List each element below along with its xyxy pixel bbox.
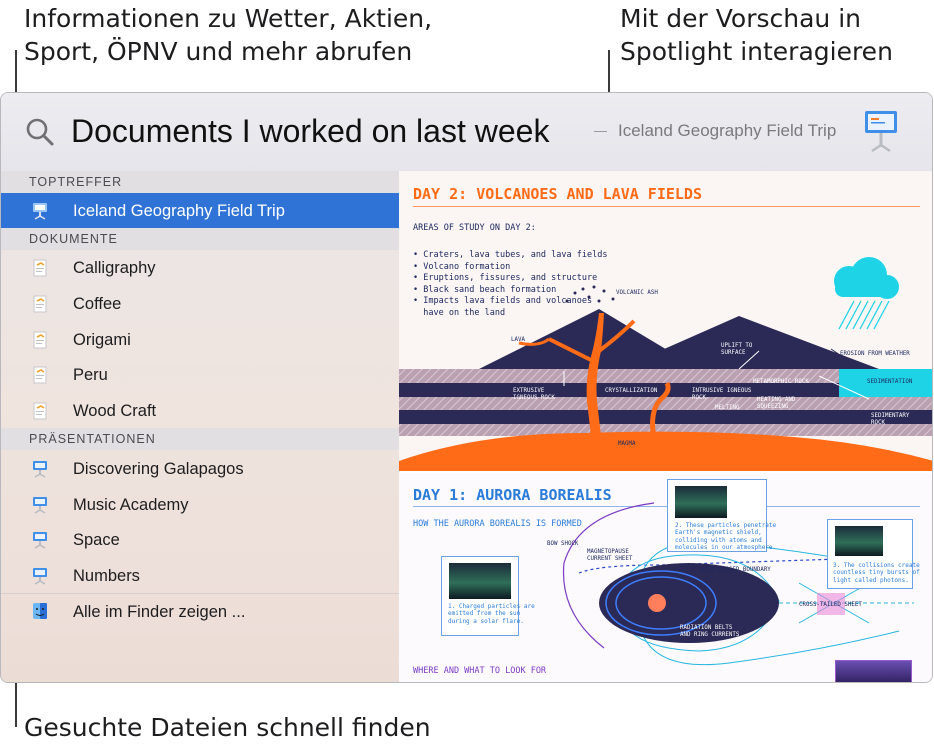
label-bow-shock: BOW SHOCK — [547, 541, 579, 547]
search-icon — [26, 118, 54, 146]
label-extrusive: EXTRUSIVE IGNEOUS ROCK — [513, 388, 555, 401]
card-2-text: 2. These particles penetrate Earth's mag… — [675, 522, 777, 552]
search-bar[interactable]: Documents I worked on last week Iceland … — [1, 93, 932, 172]
rain-cloud-icon — [834, 257, 899, 330]
label-open-closed: OPEN-CLOSED BOUNDARY — [701, 567, 771, 573]
slide1-title: DAY 2: VOLCANOES AND LAVA FIELDS — [413, 185, 702, 203]
pages-icon — [33, 366, 47, 384]
aurora-card-1: 1. Charged particles are emitted from th… — [441, 556, 535, 636]
label-cross-tail: CROSS-TAILED SHEET — [799, 602, 862, 608]
label-sedimentary: SEDIMENTARY ROCK — [871, 413, 910, 426]
label-crystallization: CRYSTALLIZATION — [605, 388, 658, 394]
keynote-icon — [33, 532, 47, 549]
result-row-calligraphy[interactable]: Calligraphy — [1, 250, 399, 285]
section-header-top-hits: TOPTREFFER — [1, 171, 399, 193]
bullet: • Eruptions, fissures, and structure — [413, 273, 598, 284]
aurora-photo-3 — [835, 660, 912, 682]
keynote-icon — [33, 461, 47, 478]
preview-pane[interactable]: DAY 2: VOLCANOES AND LAVA FIELDS AREAS O… — [399, 171, 932, 682]
result-label: Music Academy — [73, 496, 189, 514]
result-label: Numbers — [73, 567, 140, 585]
keynote-app-icon — [865, 111, 897, 153]
result-label: Discovering Galapagos — [73, 460, 244, 478]
result-row-music-academy[interactable]: Music Academy — [1, 487, 399, 522]
show-all-label: Alle im Finder zeigen ... — [73, 603, 246, 621]
volcano-diagram — [399, 257, 932, 471]
pages-icon — [33, 402, 47, 420]
result-label: Calligraphy — [73, 259, 156, 277]
label-melting: MELTING — [715, 405, 740, 411]
label-magma: MAGMA — [618, 441, 636, 447]
bullet: have on the land — [413, 307, 506, 318]
keynote-icon — [33, 497, 47, 514]
callout-info-line2: Sport, ÖPNV und mehr abrufen — [24, 37, 413, 66]
callout-info-line1: Informationen zu Wetter, Aktien, — [24, 4, 433, 33]
bullet: • Volcano formation — [413, 261, 511, 272]
top-hit-preview-title: Iceland Geography Field Trip — [618, 121, 837, 140]
slide2-title-rule — [413, 506, 920, 507]
slide-aurora: DAY 1: AURORA BOREALIS HOW THE AURORA BO… — [399, 473, 932, 682]
bullet: • Black sand beach formation — [413, 284, 557, 295]
label-magnetopause: MAGNETOPAUSE CURRENT SHEET — [587, 549, 633, 562]
result-label: Iceland Geography Field Trip — [73, 202, 285, 220]
separator-dash — [594, 131, 607, 132]
label-metamorphic: METAMORPHIC ROCK — [753, 379, 809, 385]
result-row-wood-craft[interactable]: Wood Craft — [1, 393, 399, 428]
label-radiation-belts: RADIATION BELTS AND RING CURRENTS — [680, 625, 740, 638]
label-lava: LAVA — [511, 337, 525, 343]
results-sidebar: TOPTREFFER Iceland Geography Field Trip … — [1, 171, 399, 682]
label-heating: HEATING AND SQUEEZING — [757, 397, 796, 410]
result-label: Origami — [73, 331, 131, 349]
slide1-bullets: • Craters, lava tubes, and lava fields •… — [413, 250, 607, 320]
label-uplift: UPLIFT TO SURFACE — [721, 343, 753, 356]
label-volcanic-ash: VOLCANIC ASH — [616, 290, 658, 296]
slide-volcanoes: DAY 2: VOLCANOES AND LAVA FIELDS AREAS O… — [399, 171, 932, 471]
result-label: Peru — [73, 366, 108, 384]
result-row-coffee[interactable]: Coffee — [1, 286, 399, 321]
result-row-iceland[interactable]: Iceland Geography Field Trip — [1, 193, 399, 228]
slide1-subtitle: AREAS OF STUDY ON DAY 2: — [413, 223, 536, 233]
search-query[interactable]: Documents I worked on last week — [71, 113, 550, 149]
spotlight-window: Documents I worked on last week Iceland … — [0, 92, 933, 683]
aurora-photo-2 — [835, 526, 883, 556]
keynote-icon — [33, 568, 47, 585]
callout-find-files: Gesuchte Dateien schnell finden — [24, 713, 431, 742]
aurora-card-2: 2. These particles penetrate Earth's mag… — [667, 479, 776, 552]
card-3-text: 3. The collisions create countless tiny … — [833, 562, 920, 584]
result-label: Coffee — [73, 295, 122, 313]
callout-preview-line2: Spotlight interagieren — [620, 37, 893, 66]
show-all-in-finder[interactable]: Alle im Finder zeigen ... — [1, 593, 399, 628]
slide2-title: DAY 1: AURORA BOREALIS — [413, 486, 612, 504]
section-header-documents: DOKUMENTE — [1, 228, 399, 250]
aurora-photo — [675, 486, 727, 518]
pages-icon — [33, 295, 47, 313]
result-label: Wood Craft — [73, 402, 157, 420]
bullet: • Craters, lava tubes, and lava fields — [413, 250, 608, 260]
pages-icon — [33, 331, 47, 349]
result-row-peru[interactable]: Peru — [1, 357, 399, 392]
result-row-galapagos[interactable]: Discovering Galapagos — [1, 451, 399, 486]
callout-preview-line1: Mit der Vorschau in — [620, 4, 861, 33]
pages-icon — [33, 259, 47, 277]
solar-flare-photo — [449, 563, 511, 599]
label-sedimentation: SEDIMENTATION — [867, 379, 913, 385]
result-row-numbers[interactable]: Numbers — [1, 558, 399, 593]
result-label: Space — [73, 531, 120, 549]
keynote-icon — [33, 203, 47, 220]
slide2-bottom-heading: WHERE AND WHAT TO LOOK FOR — [413, 666, 547, 676]
card-1-text: 1. Charged particles are emitted from th… — [448, 603, 535, 625]
bullet: • Impacts lava fields and volcanoes — [413, 296, 593, 307]
result-row-origami[interactable]: Origami — [1, 322, 399, 357]
label-intrusive: INTRUSIVE IGNEOUS ROCK — [692, 388, 752, 401]
slide1-title-rule — [413, 206, 920, 207]
aurora-card-3: 3. The collisions create countless tiny … — [827, 519, 920, 589]
result-row-space[interactable]: Space — [1, 522, 399, 557]
finder-icon — [33, 603, 47, 619]
magnetosphere-diagram — [562, 502, 914, 666]
section-header-presentations: PRÄSENTATIONEN — [1, 428, 399, 450]
label-erosion: EROSION FROM WEATHER — [840, 351, 910, 357]
slide2-subtitle: HOW THE AURORA BOREALIS IS FORMED — [413, 519, 582, 529]
